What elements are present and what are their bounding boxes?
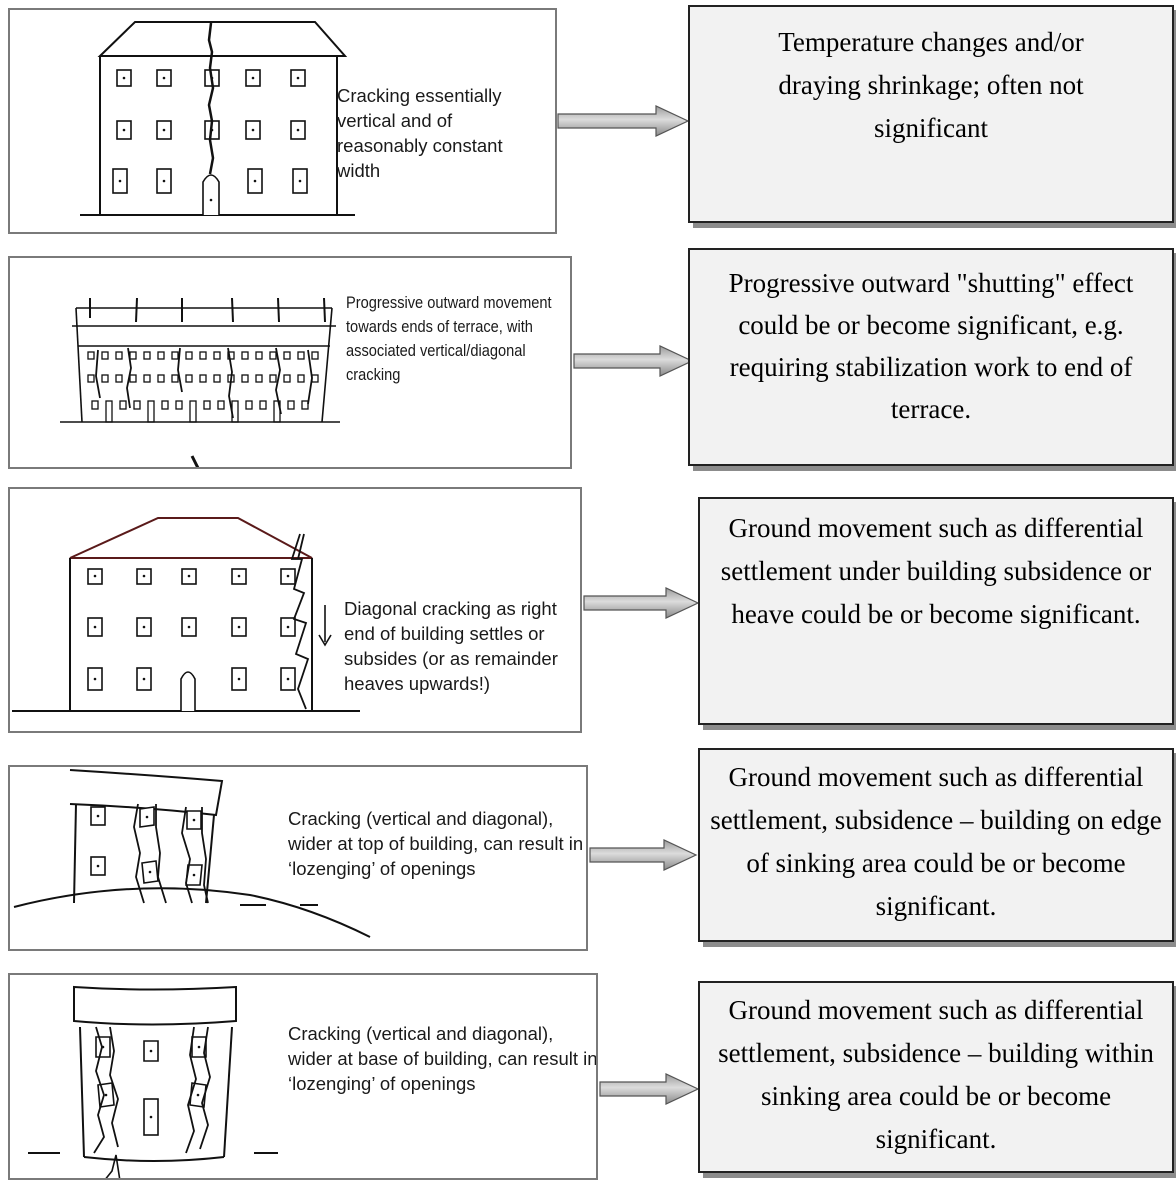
figure-caption: Progressive outward movement towards end… xyxy=(346,293,552,384)
arrow-right-icon xyxy=(557,105,690,137)
building-sketch-5 xyxy=(28,985,278,1178)
result-box: Temperature changes and/or draying shrin… xyxy=(688,5,1174,223)
building-sketch-2 xyxy=(60,297,340,467)
arrow-right-icon xyxy=(599,1073,700,1105)
figure-vertical-cracking: Cracking essentially vertical and of rea… xyxy=(8,8,557,234)
result-text: Temperature changes and/or draying shrin… xyxy=(778,27,1084,143)
building-sketch-3 xyxy=(12,517,360,712)
arrow-right-icon xyxy=(583,587,700,619)
figure-diagonal-cracking: Diagonal cracking as right end of buildi… xyxy=(8,487,582,733)
result-text: Ground movement such as differential set… xyxy=(710,762,1162,921)
result-text: Progressive outward "shutting" effect co… xyxy=(728,268,1134,424)
arrow-right-icon xyxy=(589,839,698,871)
figure-hogging: Cracking (vertical and diagonal), wider … xyxy=(8,765,588,951)
building-sketch-4 xyxy=(13,769,371,938)
result-box: Progressive outward "shutting" effect co… xyxy=(688,248,1174,466)
building-sketch-1 xyxy=(80,21,355,216)
figure-sagging: Cracking (vertical and diagonal), wider … xyxy=(8,973,598,1180)
figure-caption: Cracking (vertical and diagonal), wider … xyxy=(288,808,584,879)
result-box: Ground movement such as differential set… xyxy=(698,981,1174,1173)
figure-caption: Diagonal cracking as right end of buildi… xyxy=(344,598,558,694)
arrow-right-icon xyxy=(573,345,694,377)
result-text: Ground movement such as differential set… xyxy=(718,995,1154,1154)
figure-caption: Cracking (vertical and diagonal), wider … xyxy=(288,1023,598,1094)
result-text: Ground movement such as differential set… xyxy=(720,513,1152,629)
figure-terrace-movement: Progressive outward movement towards end… xyxy=(8,256,572,469)
result-box: Ground movement such as differential set… xyxy=(698,748,1174,942)
figure-caption: Cracking essentially vertical and of rea… xyxy=(337,85,503,181)
result-box: Ground movement such as differential set… xyxy=(698,497,1174,725)
